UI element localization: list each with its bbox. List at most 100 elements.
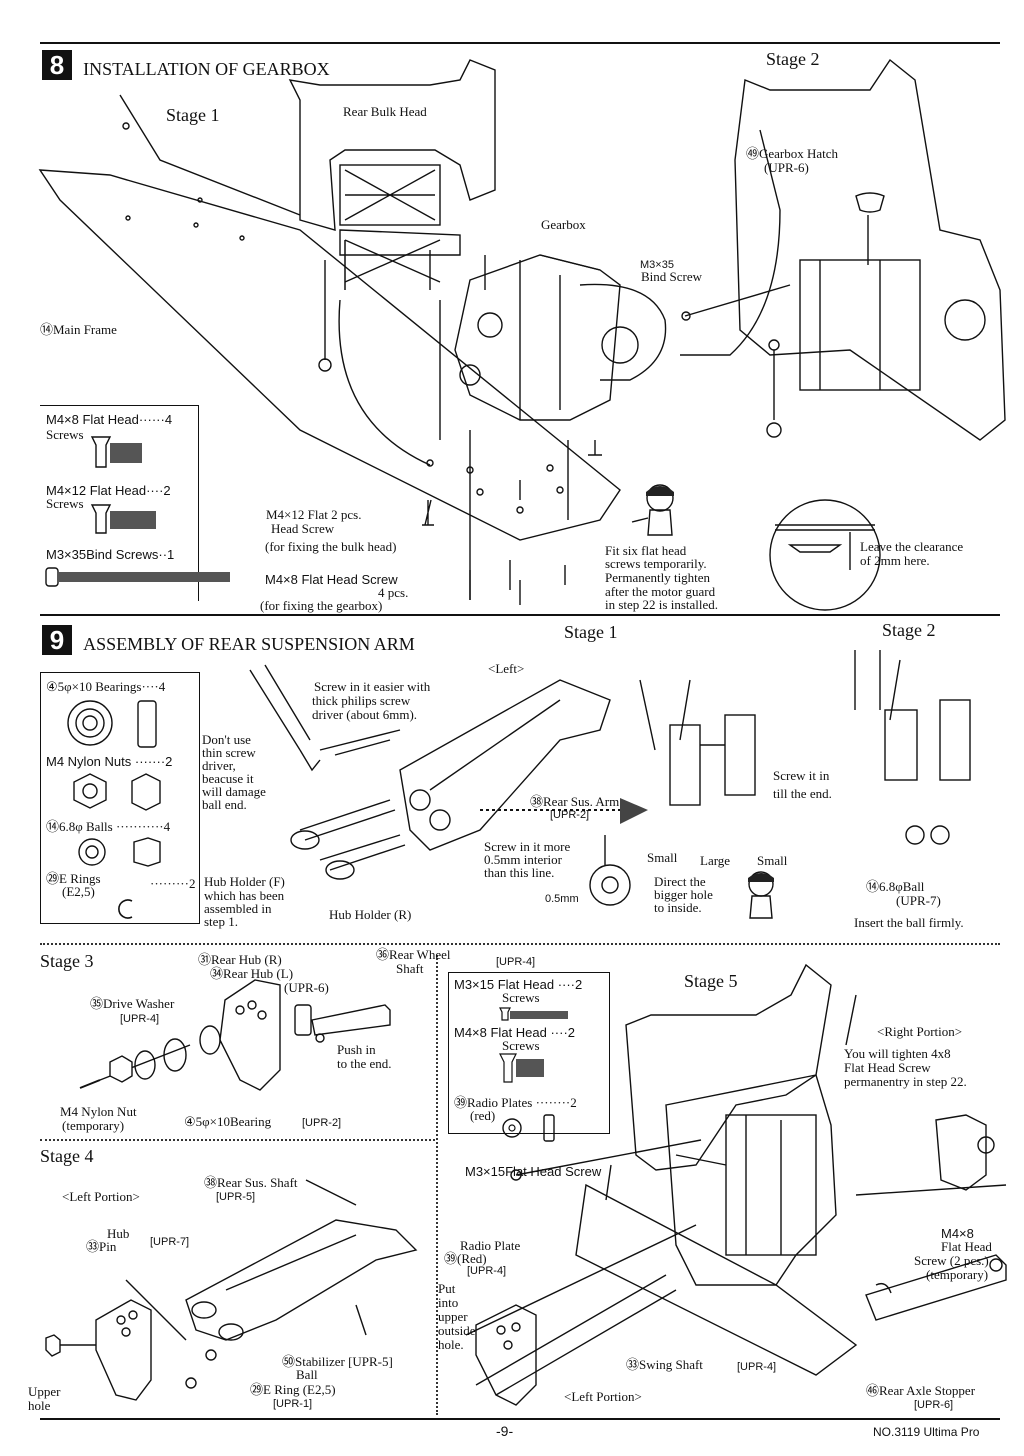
suspension-stage1-drawing	[249, 650, 971, 906]
s8-part2-label: M4×12 Flat Head····2	[46, 483, 171, 498]
stabilizer-l2: Ball	[296, 1367, 318, 1382]
s9-part2-label: M4 Nylon Nuts ·······2	[46, 754, 173, 769]
push-l1: Push in	[337, 1042, 376, 1057]
m4x8-note-l3: (for fixing the gearbox)	[260, 598, 383, 613]
upper-hole-l1: Upper	[28, 1384, 61, 1399]
e-ring-code: [UPR-1]	[273, 1398, 313, 1410]
m4x8-s5-l4: (temporary)	[926, 1267, 989, 1282]
s9-stage3-label: Stage 3	[40, 951, 94, 971]
section9-title: ASSEMBLY OF REAR SUSPENSION ARM	[83, 634, 415, 654]
s9-stage1-label: Stage 1	[564, 622, 618, 642]
m4x8-s5-l1: M4×8	[941, 1226, 974, 1241]
rear-hub-r-label: ㉛Rear Hub (R)	[198, 952, 282, 967]
insert-ball-label: Insert the ball firmly.	[854, 915, 964, 930]
s8-part1-label: M4×8 Flat Head······4	[46, 412, 173, 427]
rear-wheel-shaft-l1: ㊱Rear Wheel	[376, 947, 451, 962]
s9-part4-qty: ·········2	[150, 876, 196, 891]
nylon-nut-l2: (temporary)	[62, 1118, 125, 1133]
bearing-label: ④5φ×10Bearing	[184, 1114, 272, 1129]
upper-hole-l2: hole	[28, 1398, 51, 1413]
left-portion-label: <Left Portion>	[62, 1189, 140, 1204]
s8-parts-box	[40, 405, 199, 601]
radio-plate-l2: ㊴(Red)	[444, 1251, 487, 1266]
ball-label-l2: (UPR-7)	[896, 893, 941, 908]
hub-holder-f-l4: step 1.	[204, 914, 238, 929]
tighten-l1: You will tighten 4x8	[844, 1046, 951, 1061]
gearbox-hatch-code: (UPR-6)	[764, 160, 809, 175]
right-portion-label: <Right Portion>	[877, 1024, 963, 1039]
s9-part3-label: ⑭6.8φ Balls ···········4	[46, 819, 171, 834]
dont-use-l1: Don't use	[202, 732, 251, 747]
screw-easier-l2: thick philips screw	[312, 693, 411, 708]
s5-part1-l2: Screws	[502, 990, 540, 1005]
s9-part4-label2: (E2,5)	[62, 884, 95, 899]
tighten-l3: permanentry in step 22.	[844, 1074, 967, 1089]
s8-part1-label2: Screws	[46, 427, 84, 442]
m3x35-label-l1: M3×35	[640, 259, 674, 271]
small-label-2: Small	[757, 853, 788, 868]
s9-stage5-label: Stage 5	[684, 971, 738, 991]
hub-pin-l2: ㉝Pin	[86, 1239, 117, 1254]
step-number-8: 8	[42, 50, 72, 80]
stage3-4-separator	[40, 1139, 435, 1141]
e-ring-label: ㉙E Ring (E2,5)	[250, 1382, 336, 1397]
m3x15-screw-icon	[499, 1007, 568, 1021]
footer-rule	[40, 1418, 1000, 1420]
gearbox-installation-drawing	[38, 58, 1006, 611]
tip-l2: screws temporarily.	[605, 556, 707, 571]
hub-holder-f-l1: Hub Holder (F)	[204, 874, 285, 889]
tip-l5: in step 22 is installed.	[605, 597, 719, 612]
screw-more-l2: 0.5mm interior	[484, 852, 562, 867]
stage-vertical-separator	[436, 955, 438, 1415]
mascot-icon	[631, 484, 674, 536]
s5-part3-l2: (red)	[470, 1108, 496, 1123]
screw-easier-l1: Screw in it easier with	[314, 679, 431, 694]
dont-use-l4: beacuse it	[202, 771, 254, 786]
page-number: -9-	[496, 1423, 514, 1439]
stage-separator	[40, 943, 1000, 945]
rear-wheel-code: [UPR-4]	[496, 956, 536, 968]
stage3-drawing	[79, 979, 391, 1091]
left-label: <Left>	[488, 661, 525, 676]
m4x8-s5-l2: Flat Head	[941, 1239, 992, 1254]
m3x35-label-l2: Bind Screw	[641, 269, 703, 284]
dont-use-l6: ball end.	[202, 797, 247, 812]
flat-head-screw-long-icon	[90, 504, 156, 534]
gearbox-label: Gearbox	[541, 217, 586, 232]
stage4-drawing	[45, 1179, 418, 1401]
screw-more-l3: than this line.	[484, 865, 555, 880]
radio-plate-l1: Radio Plate	[460, 1238, 521, 1253]
nylon-nut-l1: M4 Nylon Nut	[60, 1104, 137, 1119]
left-portion5-label: <Left Portion>	[564, 1389, 642, 1404]
clearance-l2: of 2mm here.	[860, 553, 930, 568]
bind-screw-icon	[45, 567, 230, 587]
dont-use-l5: will damage	[202, 784, 266, 799]
radio-plate-icon	[502, 1114, 555, 1142]
rear-bulk-head-label: Rear Bulk Head	[343, 104, 427, 119]
dim-05mm: 0.5mm	[545, 893, 579, 905]
drive-washer-code: [UPR-4]	[120, 1013, 160, 1025]
screw-more-l1: Screw in it more	[484, 839, 571, 854]
s9-stage4-label: Stage 4	[40, 1146, 94, 1166]
m3x15-flat-label: M3×15Flat Head Screw	[465, 1164, 602, 1179]
s5-part1-l1: M3×15 Flat Head ····2	[454, 977, 583, 992]
m4x8-s5-l3: Screw (2 pcs.)	[914, 1253, 989, 1268]
radio-plate-code: [UPR-4]	[467, 1265, 507, 1277]
main-frame-label: ⑭Main Frame	[40, 322, 117, 337]
s5-part3-l1: ㊴Radio Plates ········2	[454, 1095, 577, 1110]
rear-hub-code: (UPR-6)	[284, 980, 329, 995]
drive-washer-label: ㉟Drive Washer	[90, 996, 175, 1011]
dont-use-l2: thin screw	[202, 745, 256, 760]
rear-axle-stopper-label: ㊻Rear Axle Stopper	[866, 1383, 976, 1398]
clearance-l1: Leave the clearance	[860, 539, 964, 554]
rear-sus-shaft-code: [UPR-5]	[216, 1191, 256, 1203]
ball-icon	[78, 837, 161, 867]
s8-stage2-label: Stage 2	[766, 49, 820, 69]
tip-l4: after the motor guard	[605, 584, 716, 599]
gearbox-hatch-label: ㊾Gearbox Hatch	[746, 146, 839, 161]
rear-sus-arm-label: ㊳Rear Sus. Arm	[530, 794, 620, 809]
s5-part2-l2: Screws	[502, 1038, 540, 1053]
hub-holder-f-l2: which has been	[204, 888, 285, 903]
hub-holder-r-label: Hub Holder (R)	[329, 907, 412, 922]
tighten-l2: Flat Head Screw	[844, 1060, 931, 1075]
